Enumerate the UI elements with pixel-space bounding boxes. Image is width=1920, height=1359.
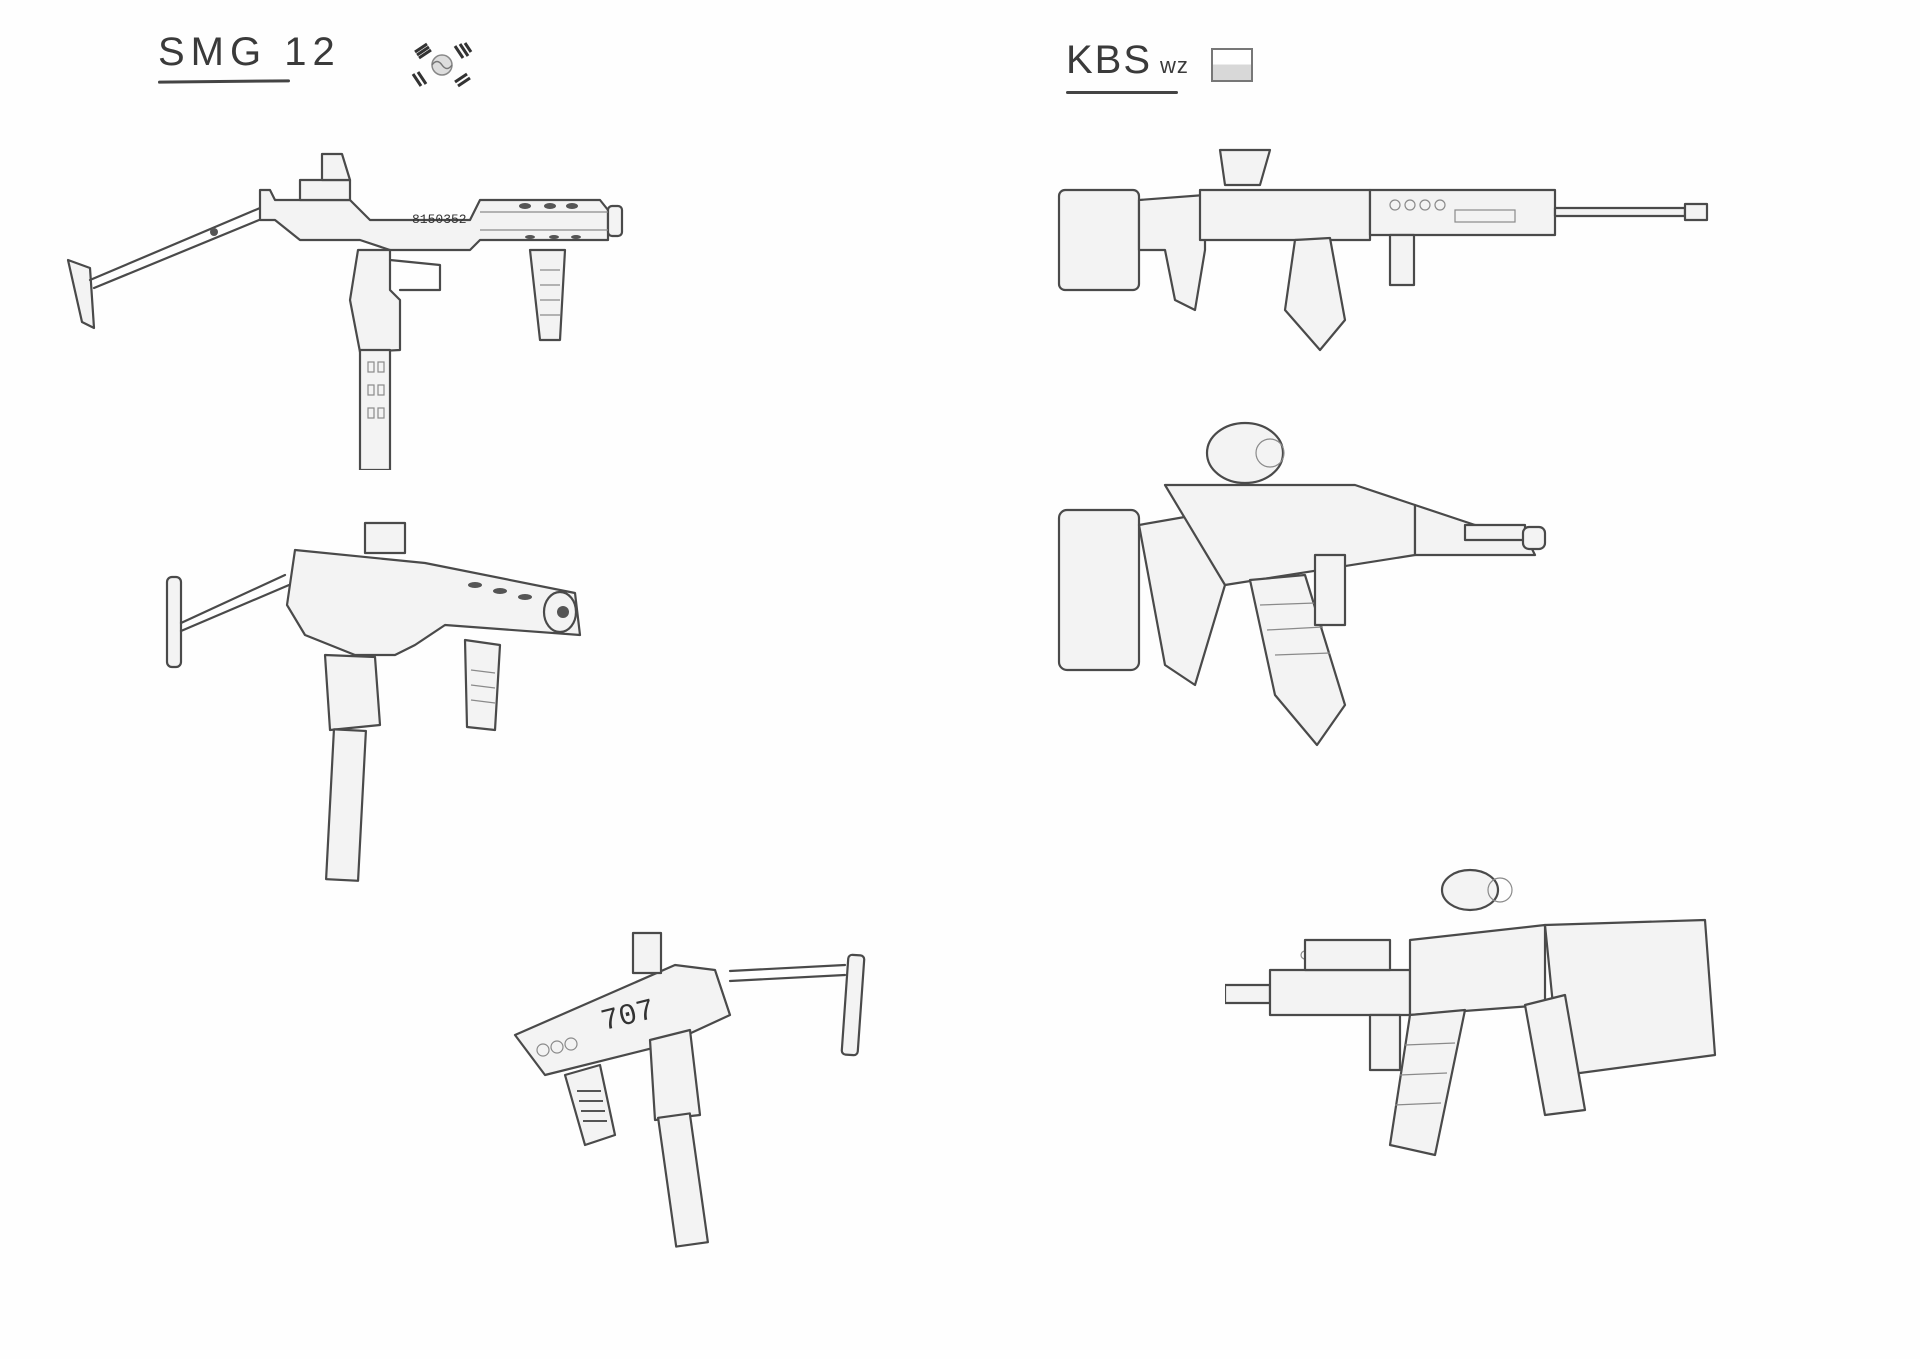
smg12-side-view-sketch bbox=[66, 152, 624, 470]
kbs-left-side-sketch bbox=[1225, 868, 1717, 1157]
kbs-right-side-sketch bbox=[1057, 148, 1709, 352]
kbs-title-underline bbox=[1066, 91, 1178, 94]
smg-title: SMG 12 bbox=[158, 30, 341, 74]
south-korea-flag-icon bbox=[411, 42, 473, 88]
kbs-title-sub: wz bbox=[1160, 53, 1189, 78]
poland-flag-icon bbox=[1211, 48, 1253, 82]
smg-title-underline bbox=[157, 79, 291, 84]
smg12-serial-number: 8150352 bbox=[412, 212, 467, 227]
kbs-title-main: KBS bbox=[1066, 38, 1153, 82]
smg12-front-three-quarter-sketch bbox=[165, 521, 582, 882]
smg12-rear-three-quarter-sketch bbox=[513, 931, 866, 1248]
kbs-front-three-quarter-sketch bbox=[1057, 421, 1547, 747]
kbs-title: KBS wz bbox=[1066, 38, 1189, 83]
